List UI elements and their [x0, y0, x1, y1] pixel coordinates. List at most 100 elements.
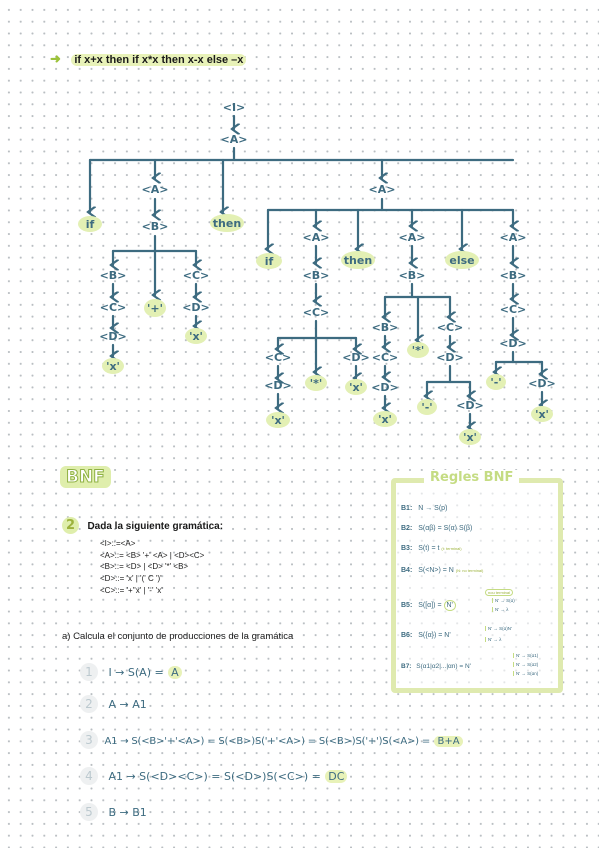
node-if: if — [86, 218, 95, 231]
step-row: 1 I → S(A) = A — [80, 663, 182, 681]
node-C: <C> — [265, 351, 292, 364]
node-A: <A> — [369, 183, 396, 196]
rule-text: S(<N>) = N — [418, 567, 454, 574]
step-number: 2 — [80, 695, 98, 713]
node-D: <D> — [499, 337, 527, 350]
rules-box: Regles BNF B1: N → S(p) B2: S(αβ) = S(α)… — [391, 470, 563, 693]
rule-text: S(t) = t — [418, 545, 440, 552]
grammar-line: <A>::= <B> '+' <A> | <D><C> — [100, 550, 205, 560]
node-A: <A> — [500, 231, 527, 244]
rule-b4: B4: S(<N>) = N (N: no terminal) — [401, 567, 483, 574]
header: ➜ if x+x then if x*x then x-x else –x — [50, 50, 247, 68]
step-number: 5 — [80, 803, 98, 821]
node-then: then — [213, 217, 241, 230]
rule-b7: B7: S(α1|α2|...|αn) = N' N' → S(α1) N' →… — [401, 653, 556, 683]
step-number: 3 — [80, 731, 98, 749]
rule-id: B5: — [401, 602, 413, 609]
node-D: <D> — [342, 351, 370, 364]
step-text: A1 → S(<D><C>) = S(<D>)S(<C>) = — [108, 770, 321, 783]
node-x: 'x' — [271, 414, 285, 427]
bnf-title: BNF — [60, 466, 111, 488]
step-number: 4 — [80, 767, 98, 785]
grammar-block: <I>::=<A> <A>::= <B> '+' <A> | <D><C> <B… — [100, 538, 204, 597]
node-x: 'x' — [106, 360, 120, 373]
rule-note: (N: no terminal) — [455, 568, 484, 573]
node-D: <D> — [436, 351, 464, 364]
grammar-line: <D>::= 'x' | '(' C ')' — [100, 574, 162, 584]
node-C: <C> — [183, 269, 210, 282]
rule-b2: B2: S(αβ) = S(α) S(β) — [401, 525, 472, 532]
node-C: <C> — [500, 303, 527, 316]
node-D: <D> — [182, 301, 210, 314]
node-C: <C> — [303, 306, 330, 319]
rule-b1: B1: N → S(p) — [401, 505, 447, 512]
grammar-line: <I>::=<A> — [100, 539, 136, 548]
node-x: 'x' — [378, 413, 392, 426]
node-A: <A> — [142, 183, 169, 196]
rule-text: S(α1|α2|...|αn) = N' — [416, 663, 471, 670]
grammar-line: <C>::= '+''x' | '-' 'x' — [100, 585, 163, 595]
node-B: <B> — [372, 321, 399, 334]
node-D: <D> — [456, 399, 484, 412]
step-number: 1 — [80, 663, 98, 681]
node-x: 'x' — [463, 431, 477, 444]
rule-id: B6: — [401, 632, 413, 639]
step-row: 5 B → B1 — [80, 803, 147, 821]
node-then: then — [344, 254, 372, 267]
rule-id: B4: — [401, 567, 413, 574]
step-text: A1 → S(<B>'+'<A>) = S(<B>)S('+'<A>) = S(… — [104, 736, 431, 747]
node-C: <C> — [372, 351, 399, 364]
rule-b6: B6: S({α}) = N' N' → S(α)N' N' → λ — [401, 626, 551, 650]
node-A: <A> — [399, 231, 426, 244]
node-B: <B> — [142, 220, 169, 233]
node-B: <B> — [303, 269, 330, 282]
node-B: <B> — [500, 269, 527, 282]
rule-id: B3: — [401, 545, 413, 552]
rule-note: nou terminal — [485, 589, 514, 596]
node-D: <D> — [264, 379, 292, 392]
node-D: <D> — [371, 381, 399, 394]
node-D: <D> — [99, 330, 127, 343]
rule-text: S({α}) = N' — [418, 632, 451, 639]
rule-text: S(αβ) = S(α) S(β) — [418, 525, 473, 532]
parse-tree: <I> <A> <A> <A> if then <B> <B> <C> '+' … — [78, 101, 556, 445]
node-times: '*' — [310, 377, 323, 390]
rule-text: N → S(p) — [418, 505, 448, 512]
step-row: 2 A → A1 — [80, 695, 147, 713]
rule-sub: N' → λ — [492, 607, 508, 612]
exercise-title: Dada la siguiente gramática: — [87, 521, 224, 532]
node-minus: '-' — [490, 376, 501, 389]
node-C: <C> — [437, 321, 464, 334]
step-text: I → S(A) = — [108, 666, 164, 679]
rule-b3: B3: S(t) = t (t: terminal) — [401, 545, 462, 552]
node-B: <B> — [399, 269, 426, 282]
rule-sub: N' → S(α)N' — [485, 626, 512, 631]
step-result: A — [168, 666, 182, 679]
node-A: <A> — [221, 133, 248, 146]
rule-id: B1: — [401, 505, 413, 512]
step-text: B → B1 — [108, 806, 147, 819]
bnf-heading: BNF — [60, 466, 111, 488]
step-row: 3 A1 → S(<B>'+'<A>) = S(<B>)S('+'<A>) = … — [80, 731, 463, 749]
step-result: B+A — [434, 736, 463, 747]
node-B: <B> — [100, 269, 127, 282]
exercise-header: 2 Dada la siguiente gramática: — [62, 516, 223, 534]
step-row: 4 A1 → S(<D><C>) = S(<D>)S(<C>) = DC — [80, 767, 348, 785]
rule-symbol: N' — [443, 600, 456, 611]
rules-title: Regles BNF — [424, 470, 520, 485]
node-else: else — [449, 254, 474, 267]
rule-text: S([α]) = — [418, 602, 442, 609]
expression-title: if x+x then if x*x then x-x else –x — [71, 54, 247, 66]
node-A: <A> — [303, 231, 330, 244]
grammar-line: <B>::= <D> | <D> '*' <B> — [100, 562, 189, 572]
rule-b5: B5: S([α]) = N' nou terminal N' → S(α) N… — [401, 589, 551, 623]
node-minus: '-' — [421, 401, 432, 414]
node-if: if — [265, 255, 274, 268]
rule-note: (t: terminal) — [441, 546, 462, 551]
arrow-right-icon: ➜ — [50, 51, 61, 66]
node-I: <I> — [223, 101, 246, 114]
exercise-question: a) Calcula el conjunto de producciones d… — [62, 631, 294, 642]
rule-sub: N' → S(α2) — [513, 662, 538, 667]
node-plus: '+' — [147, 302, 163, 315]
rule-sub: N' → S(α) — [492, 598, 515, 603]
